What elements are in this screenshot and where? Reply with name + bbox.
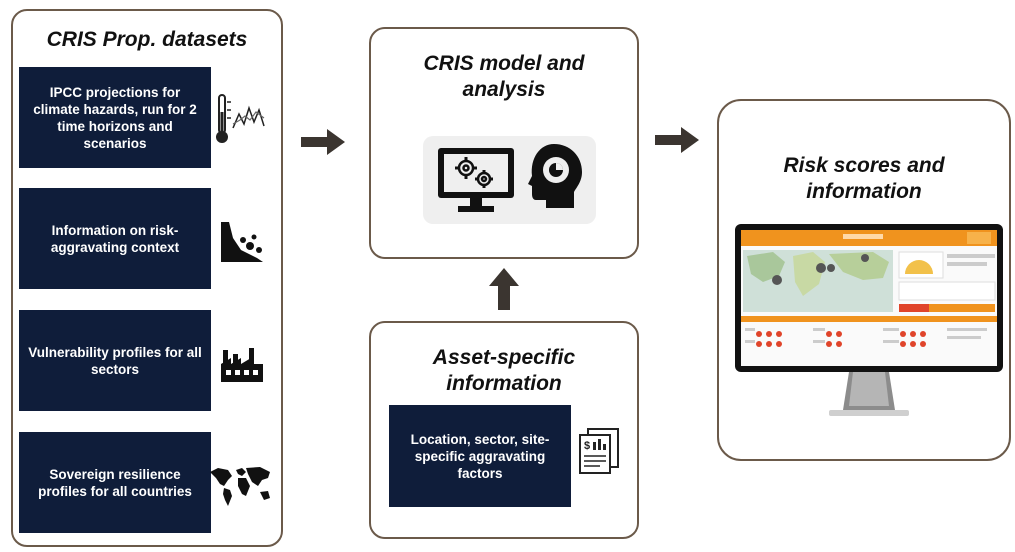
monitor-dashboard-icon [735,224,1003,416]
asset-panel-title: Asset-specific information [432,346,576,395]
arrow-datasets-to-model [301,129,345,155]
svg-text:$: $ [584,440,590,452]
results-panel-title: Risk scores and information [783,154,945,203]
datasets-panel-title: CRIS Prop. datasets [46,28,248,51]
head-gear-icon [528,144,582,208]
dataset-vulnerability-box: Vulnerability profiles for all sectors [19,310,211,411]
thermometer-chart-icon [216,94,265,143]
arrow-model-to-results [655,127,699,153]
computer-gears-icon [438,148,514,212]
model-panel-title: CRIS model and analysis [423,52,585,101]
landslide-icon [221,222,263,262]
dataset-sovereign-box: Sovereign resilience profiles for all co… [19,432,211,533]
asset-info-box: Location, sector, site-specific aggravat… [389,405,571,507]
factory-icon [221,348,263,382]
world-map-icon [210,467,270,506]
arrow-asset-to-model [489,268,519,310]
dataset-ipcc-box: IPCC projections for climate hazards, ru… [19,67,211,168]
document-icon: $ [579,428,619,474]
dataset-risk-context-box: Information on risk-aggravating context [19,188,211,289]
